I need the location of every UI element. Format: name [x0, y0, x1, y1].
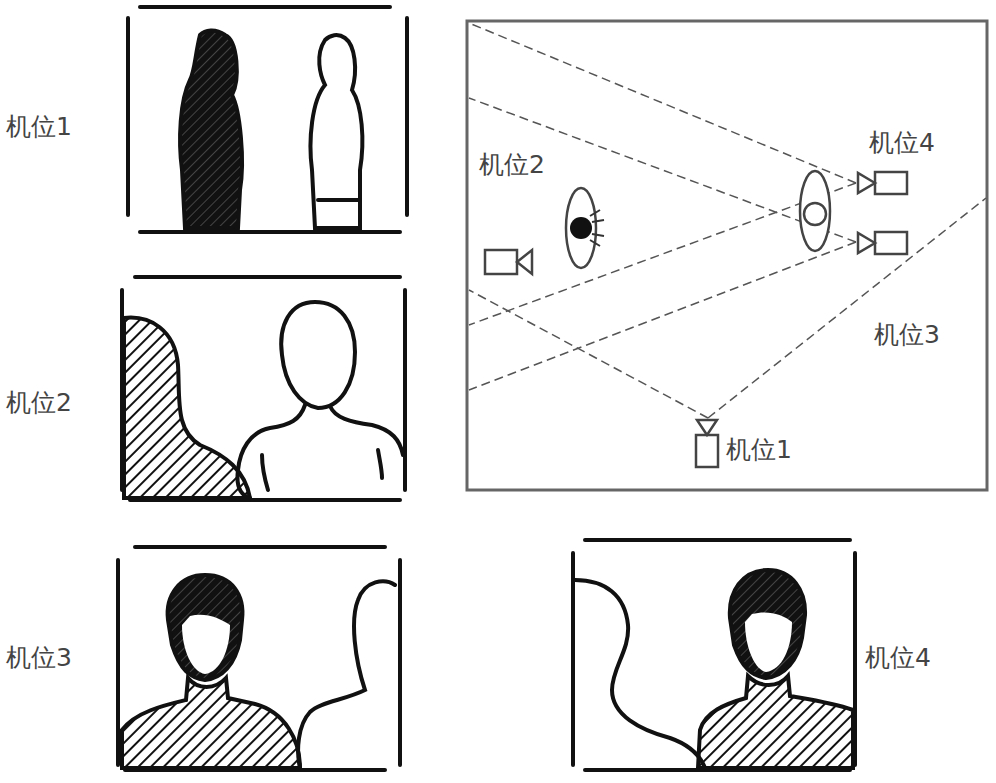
- camera-position-label: 机位3: [4, 643, 74, 673]
- camera-position-label: 机位3: [872, 320, 942, 350]
- camera-position-label: 机位1: [4, 112, 74, 142]
- camera-position-label: 机位2: [4, 388, 74, 418]
- camera-position-label: 机位1: [724, 435, 794, 465]
- camera-position-label: 机位2: [477, 150, 547, 180]
- camera-position-label: 机位4: [867, 128, 937, 158]
- camera-position-label: 机位4: [863, 643, 933, 673]
